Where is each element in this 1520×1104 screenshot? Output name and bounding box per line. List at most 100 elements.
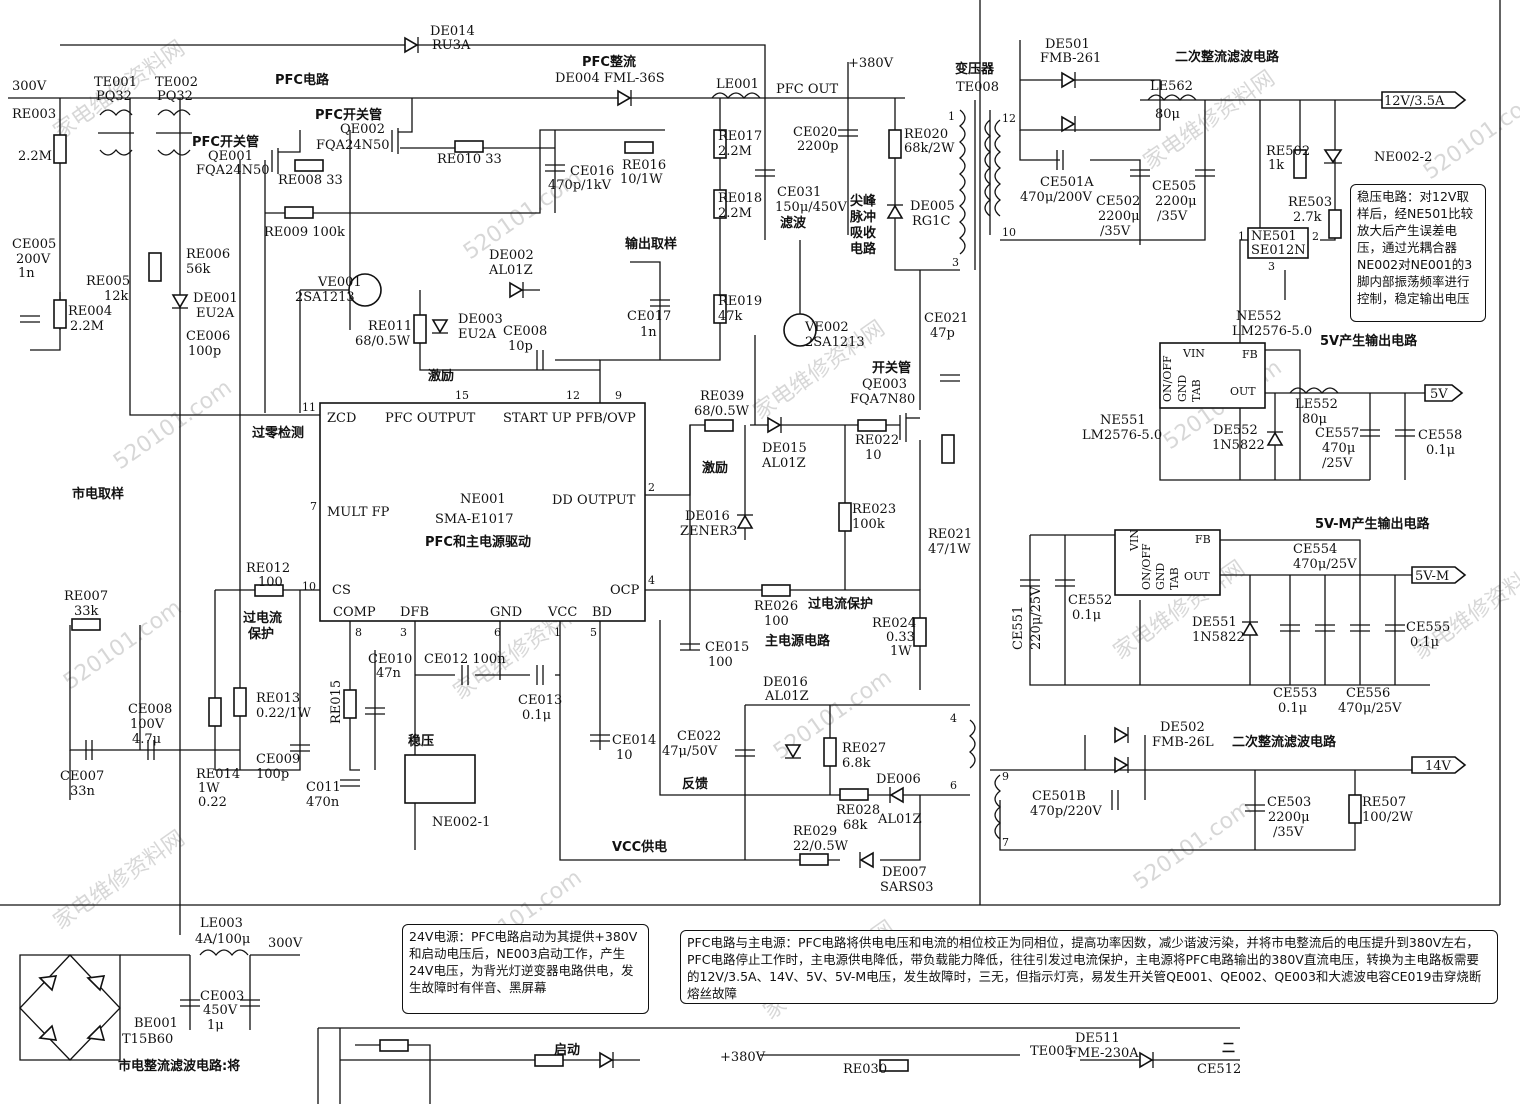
resistor-re015	[343, 689, 357, 719]
label-re029-value: 22/0.5W	[793, 839, 849, 854]
label-jili1: 激励	[428, 368, 454, 384]
label-re019-value: 47k	[718, 309, 743, 324]
resistor-re008	[294, 159, 324, 172]
label-winding-pin4: 4	[950, 712, 957, 725]
label-ce009-value: 100p	[256, 767, 289, 782]
winding-9-7	[994, 774, 1002, 840]
label-12v: 12V/3.5A	[1384, 94, 1445, 109]
label-ce554-value: 470μ/25V	[1293, 557, 1357, 572]
capacitor-ce555	[1385, 624, 1405, 632]
label-ve002: VE002	[804, 320, 849, 335]
ic-pin-pfcout: PFC OUTPUT	[385, 411, 476, 426]
resistor-re027	[823, 737, 837, 767]
label-ne501-pin3: 3	[1268, 260, 1275, 273]
label-zero-detect: 过零检测	[252, 425, 304, 441]
label-ce016: CE016	[570, 164, 614, 179]
label-re008: RE008 33	[278, 173, 343, 188]
label-ce014-value: 10	[616, 748, 633, 763]
capacitor-ce003b	[240, 999, 260, 1007]
ic-model: SMA-E1017	[435, 512, 514, 527]
label-re027: RE027	[842, 741, 886, 756]
label-ce557-value2: /25V	[1322, 456, 1353, 471]
ic-pinnum-1: 1	[554, 626, 561, 639]
label-pfc-circuit: PFC电路	[275, 72, 330, 88]
label-ce006: CE006	[186, 329, 230, 344]
label-ce016-value: 470p/1kV	[548, 178, 612, 193]
ic-pin-ocp: OCP	[610, 583, 640, 598]
label-ne551: NE551	[1100, 413, 1146, 428]
label-vcc-supply: VCC供电	[612, 839, 667, 855]
label-ce008b: CE008	[503, 324, 547, 339]
label-ce010: CE010	[368, 652, 412, 667]
label-re003-value: 2.2M	[18, 149, 52, 164]
resistor-re014	[208, 697, 222, 727]
label-de015-value: AL01Z	[761, 456, 806, 471]
label-ce501b: CE501B	[1032, 789, 1086, 804]
label-ce553: CE553	[1273, 686, 1317, 701]
label-de016b: DE016	[763, 675, 808, 690]
label-ne552-vin: VIN	[1128, 529, 1141, 552]
resistor-re503	[1328, 209, 1342, 239]
transistor-ve001	[348, 273, 382, 307]
label-ce553-value: 0.1μ	[1278, 701, 1307, 716]
label-ce008-value2: 4.7μ	[132, 732, 161, 747]
diode-de005	[886, 204, 904, 219]
label-winding-pin6: 6	[950, 779, 957, 792]
label-ce505: CE505	[1152, 179, 1196, 194]
label-spike1: 尖峰	[850, 193, 877, 209]
label-mains-rect: 市电整流滤波电路:将	[118, 1058, 240, 1074]
capacitor-ce502	[1130, 169, 1150, 177]
label-300v: 300V	[12, 79, 47, 94]
label-ce015: CE015	[705, 640, 749, 655]
label-le003-value: 4A/100μ	[195, 932, 250, 947]
label-ce007: CE007	[60, 769, 104, 784]
label-re028: RE028	[836, 803, 880, 818]
label-ce555: CE555	[1406, 620, 1450, 635]
capacitor-ce021	[940, 374, 960, 382]
label-re021: RE021	[928, 527, 972, 542]
diode-de501b	[1061, 115, 1076, 133]
resistor-re003	[53, 134, 67, 164]
diode-de502a	[1114, 726, 1129, 744]
label-5v: 5V	[1430, 387, 1448, 402]
label-te008: TE008	[956, 80, 999, 95]
label-ne551-onoff: ON/OFF	[1161, 355, 1174, 402]
label-ce007-value: 33n	[70, 784, 96, 799]
label-ru3a: RU3A	[432, 38, 471, 53]
label-de502: DE502	[1160, 720, 1205, 735]
label-spike2: 脉冲	[849, 209, 876, 225]
note-regulation: 稳压电路：对12V取样后，经NE501比较放大后产生误差电压，通过光耦合器NE0…	[1350, 184, 1486, 322]
resistor-re012	[254, 584, 284, 597]
ic-pin-vcc: VCC	[547, 605, 577, 620]
label-ce501a-value: 470μ/200V	[1020, 190, 1092, 205]
label-ce557: CE557	[1315, 426, 1359, 441]
label-winding-pin9: 9	[1002, 770, 1009, 783]
label-ce558: CE558	[1418, 428, 1462, 443]
label-qe002-value: FQA24N50	[316, 138, 390, 153]
label-re013: RE013	[256, 691, 300, 706]
resistor-re030	[879, 1059, 909, 1072]
ic-pinnum-7: 7	[310, 500, 317, 513]
label-c011-value: 470n	[306, 795, 340, 810]
label-fankui: 反馈	[682, 776, 708, 792]
label-ce552-value: 0.1μ	[1072, 608, 1101, 623]
label-le562: LE562	[1150, 79, 1193, 94]
labels: 300V TE001 PQ32 TE002 PQ32 PFC电路 DE014 R…	[12, 24, 1462, 1077]
label-fme230a: FME-230A	[1068, 1046, 1139, 1061]
label-re014-value2: 0.22	[198, 795, 227, 810]
label-re005: RE005	[86, 274, 130, 289]
inductor-le003	[199, 949, 249, 957]
label-ce555-value: 0.1μ	[1410, 635, 1439, 650]
ic-pinnum-2: 2	[648, 481, 655, 494]
label-de007-value: SARS03	[880, 880, 934, 895]
capacitor-c011	[340, 779, 360, 787]
capacitor-ce031	[755, 169, 775, 177]
label-ne551-value: LM2576-5.0	[1082, 428, 1162, 443]
diode-de014	[404, 36, 419, 54]
label-de002-value: AL01Z	[488, 263, 533, 278]
label-ce505-value: 2200μ	[1155, 194, 1197, 209]
label-pfc-out: PFC OUT	[776, 82, 838, 97]
capacitor-ce552	[1055, 579, 1075, 587]
components	[19, 36, 1467, 1072]
optocoupler-ne002-1	[404, 754, 476, 804]
